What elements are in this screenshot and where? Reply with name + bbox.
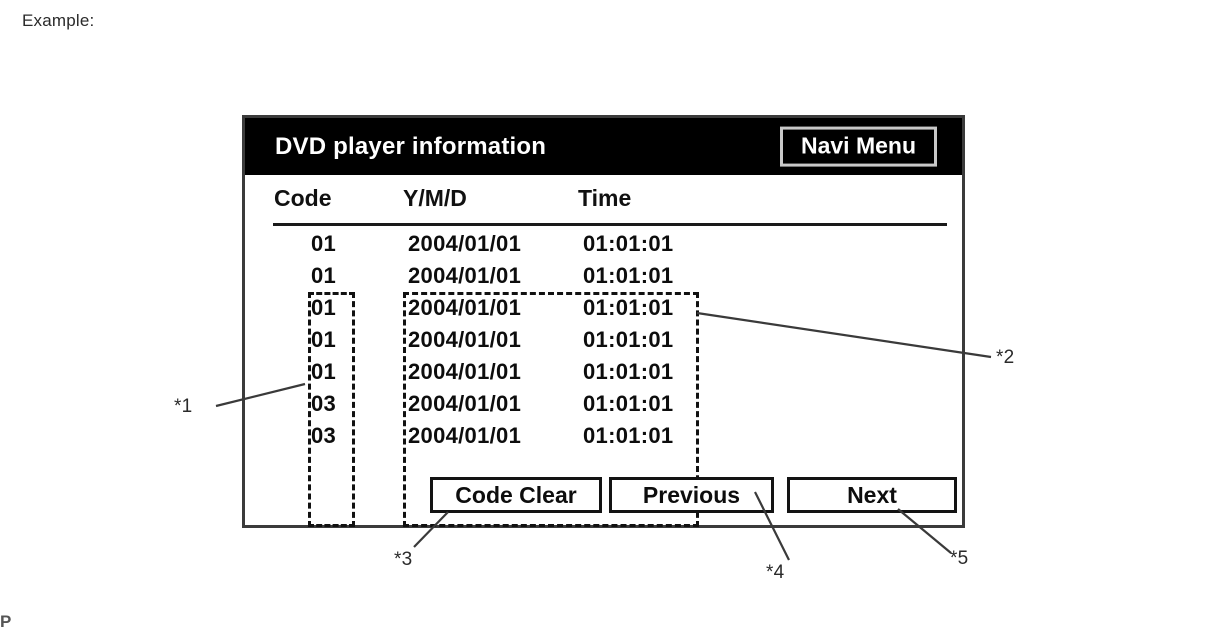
cell-ymd: 2004/01/01 xyxy=(408,423,522,448)
column-header-ymd: Y/M/D xyxy=(403,185,467,211)
callout-label-4: *4 xyxy=(766,562,785,583)
example-caption: Example: xyxy=(22,11,95,30)
table-row[interactable]: 01 2004/01/01 01:01:01 xyxy=(245,263,962,295)
table-body: 01 2004/01/01 01:01:01 01 2004/01/01 01:… xyxy=(245,231,962,455)
code-clear-button[interactable]: Code Clear xyxy=(430,477,602,513)
column-header-code: Code xyxy=(274,185,332,211)
cell-time: 01:01:01 xyxy=(583,295,674,320)
header-divider xyxy=(273,223,947,226)
cell-ymd: 2004/01/01 xyxy=(408,327,522,352)
cell-ymd: 2004/01/01 xyxy=(408,295,522,320)
page-mark: P xyxy=(0,612,12,631)
callout-label-1: *1 xyxy=(174,396,193,417)
cell-time: 01:01:01 xyxy=(583,391,674,416)
table-row[interactable]: 03 2004/01/01 01:01:01 xyxy=(245,391,962,423)
callout-label-3: *3 xyxy=(394,549,413,570)
page-title: DVD player information xyxy=(275,132,547,160)
previous-button[interactable]: Previous xyxy=(609,477,774,513)
dvd-log-table: Code Y/M/D Time 01 2004/01/01 01:01:01 0… xyxy=(245,175,962,527)
cell-code: 03 xyxy=(311,423,337,448)
dvd-player-information-screen: DVD player information Navi Menu Code Y/… xyxy=(242,115,965,528)
table-row[interactable]: 01 2004/01/01 01:01:01 xyxy=(245,295,962,327)
table-row[interactable]: 01 2004/01/01 01:01:01 xyxy=(245,231,962,263)
screen-button-row: Code Clear Previous Next xyxy=(245,477,962,513)
table-row[interactable]: 03 2004/01/01 01:01:01 xyxy=(245,423,962,455)
cell-code: 03 xyxy=(311,391,337,416)
navi-menu-button[interactable]: Navi Menu xyxy=(779,126,937,167)
cell-time: 01:01:01 xyxy=(583,327,674,352)
cell-time: 01:01:01 xyxy=(583,423,674,448)
cell-code: 01 xyxy=(311,327,337,352)
cell-code: 01 xyxy=(311,359,337,384)
cell-code: 01 xyxy=(311,295,337,320)
column-header-time: Time xyxy=(578,185,632,211)
cell-time: 01:01:01 xyxy=(583,359,674,384)
cell-time: 01:01:01 xyxy=(583,231,674,256)
table-column-headers: Code Y/M/D Time xyxy=(245,175,962,223)
cell-code: 01 xyxy=(311,263,337,288)
table-row[interactable]: 01 2004/01/01 01:01:01 xyxy=(245,327,962,359)
table-row[interactable]: 01 2004/01/01 01:01:01 xyxy=(245,359,962,391)
next-button[interactable]: Next xyxy=(787,477,957,513)
cell-code: 01 xyxy=(311,231,337,256)
cell-ymd: 2004/01/01 xyxy=(408,231,522,256)
cell-ymd: 2004/01/01 xyxy=(408,263,522,288)
screen-title-bar: DVD player information Navi Menu xyxy=(245,118,962,175)
callout-label-5: *5 xyxy=(950,548,969,569)
cell-ymd: 2004/01/01 xyxy=(408,359,522,384)
cell-time: 01:01:01 xyxy=(583,263,674,288)
cell-ymd: 2004/01/01 xyxy=(408,391,522,416)
callout-label-2: *2 xyxy=(996,347,1015,368)
